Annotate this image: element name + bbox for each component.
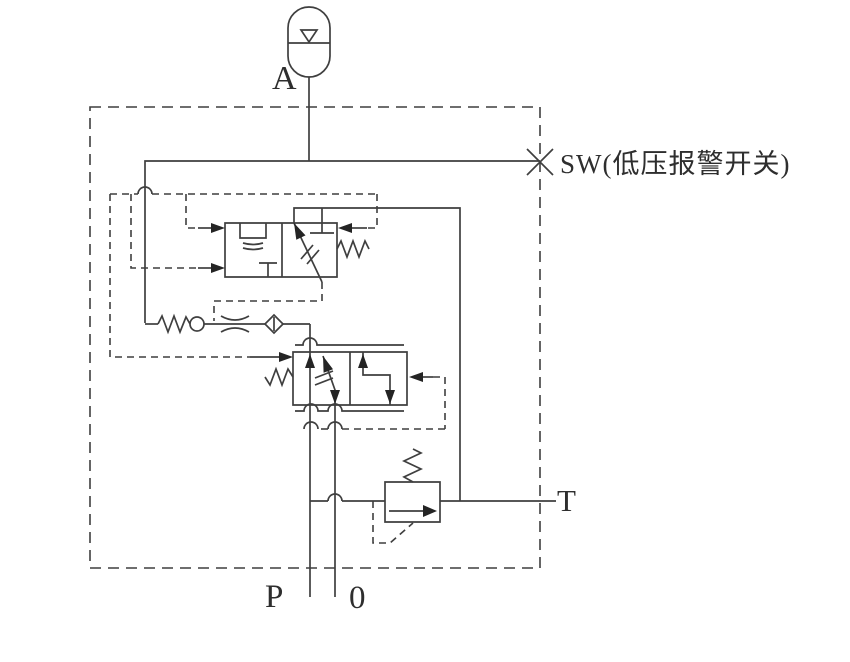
check-valve-spring <box>158 316 190 332</box>
upper-valve-bypass-dashed <box>214 282 322 321</box>
pressure-switch-line <box>145 149 553 323</box>
accumulator-symbol <box>288 7 330 161</box>
upper-valve-tank-port <box>310 208 334 233</box>
upper-pilot-valve <box>214 208 460 501</box>
enclosure-boundary <box>90 107 540 568</box>
port-t-label: T <box>557 483 576 518</box>
charge-line-row <box>145 315 310 333</box>
lower-proportional-valve <box>265 324 445 597</box>
line-hop <box>328 494 342 501</box>
relief-pilot-dashed <box>373 501 413 543</box>
pressure-switch-label: SW(低压报警开关) <box>560 149 791 179</box>
upper-valve-blocked-port <box>259 263 277 277</box>
check-valve-diamond-icon <box>265 315 283 333</box>
line-hop <box>304 422 318 429</box>
upper-rail <box>295 338 404 345</box>
port-zero-label: 0 <box>349 580 366 616</box>
lower-valve-spring <box>265 369 293 385</box>
line-hop <box>328 422 342 429</box>
upper-valve-throttle-marks <box>301 245 319 264</box>
line-hop <box>138 187 152 194</box>
upper-valve-tank-line <box>294 208 460 501</box>
pilot-line-network <box>110 187 377 362</box>
upper-valve-seat-symbol <box>240 223 266 238</box>
variable-throttle-marks <box>315 371 333 385</box>
relief-valve <box>310 449 556 543</box>
upper-valve-spring <box>337 241 369 257</box>
lower-rail <box>295 404 404 411</box>
port-a-label: A <box>272 60 297 97</box>
pressure-switch-x-icon <box>527 149 553 175</box>
port-p-label: P <box>265 579 284 615</box>
relief-valve-spring <box>404 449 421 482</box>
check-valve-ball <box>190 317 204 331</box>
fixed-orifice-icon <box>221 316 249 332</box>
